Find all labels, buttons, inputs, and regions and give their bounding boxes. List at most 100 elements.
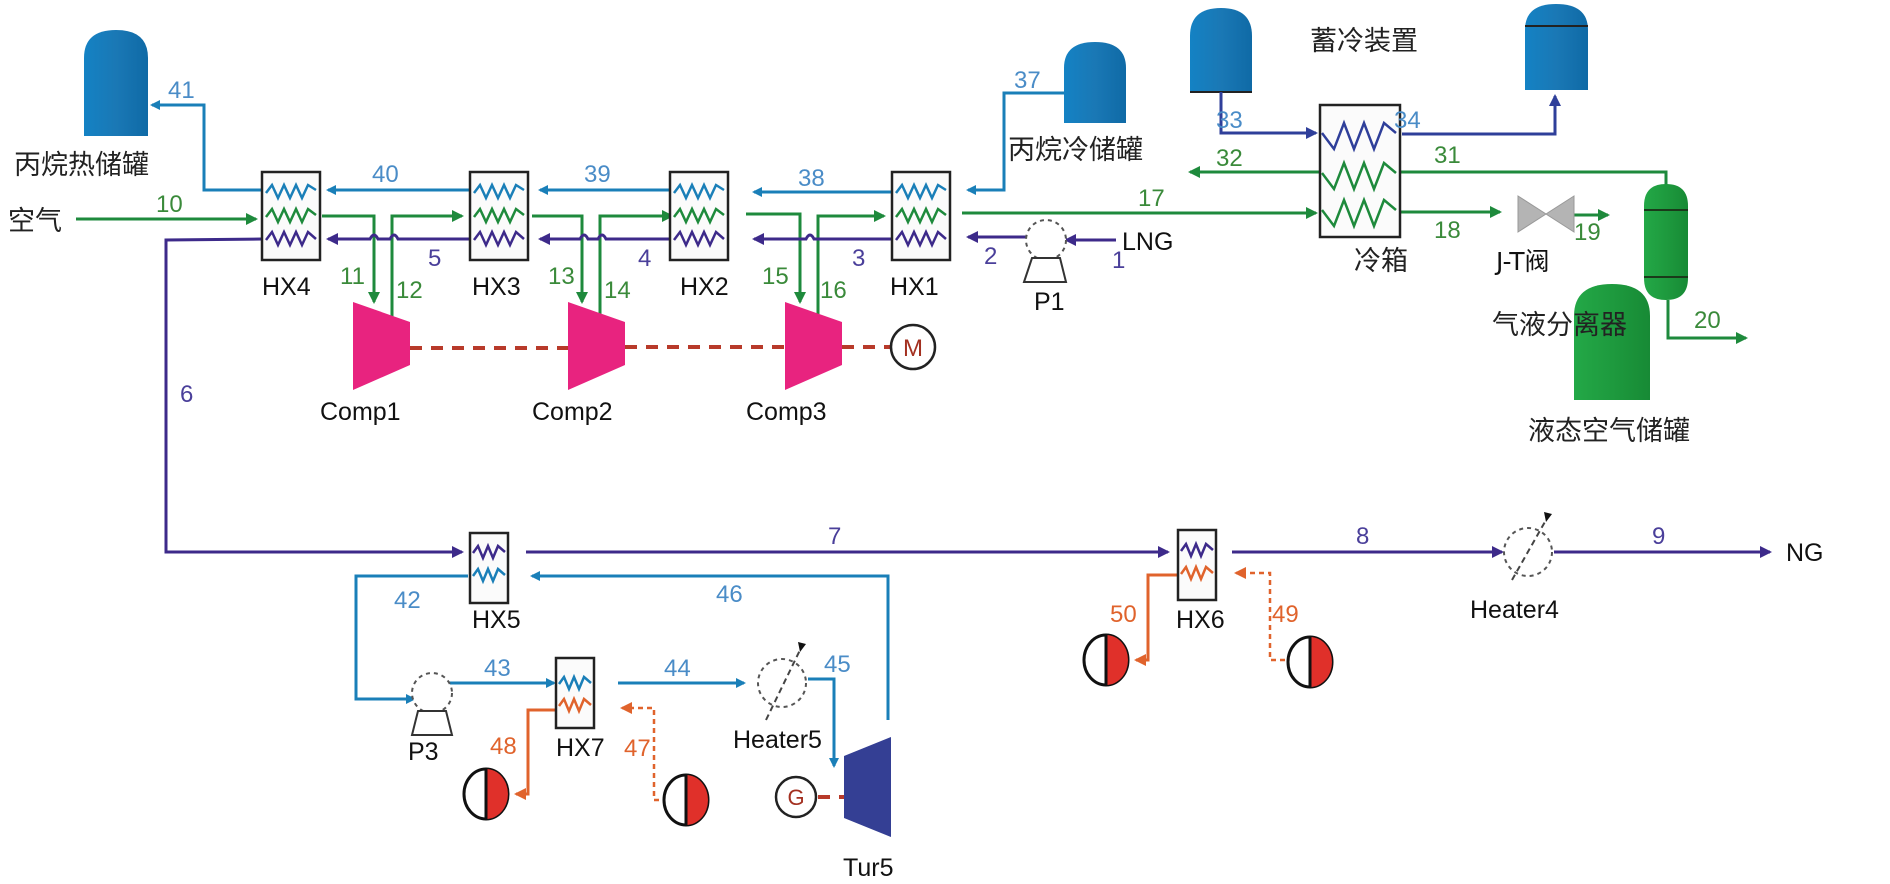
hx3[interactable] xyxy=(468,170,530,262)
p3-label: P3 xyxy=(408,738,439,766)
turbine-tur5[interactable] xyxy=(844,737,891,837)
pump-p3[interactable] xyxy=(410,672,454,736)
stream-6-label: 6 xyxy=(180,381,193,408)
stream-16-label: 16 xyxy=(820,277,847,304)
comp1[interactable] xyxy=(353,302,410,390)
stream-19-label: 19 xyxy=(1574,219,1601,246)
stream-2-label: 2 xyxy=(984,243,997,270)
stream-31-label: 31 xyxy=(1434,142,1461,169)
stream-46-label: 46 xyxy=(716,581,743,608)
stream-6 xyxy=(164,237,464,558)
stream-5-label: 5 xyxy=(428,245,441,272)
stream-48 xyxy=(514,708,556,800)
hx2-label: HX2 xyxy=(680,273,729,301)
stream-18-label: 18 xyxy=(1434,217,1461,244)
stream-15-label: 15 xyxy=(762,263,789,290)
heater4[interactable] xyxy=(1503,512,1553,581)
stream-34 xyxy=(1402,94,1561,136)
stream-3 xyxy=(752,233,892,245)
heater5-label: Heater5 xyxy=(733,726,822,754)
liquid-air-tank xyxy=(1574,284,1650,400)
generator[interactable]: G xyxy=(774,775,818,819)
cold-storage-tank-out xyxy=(1525,4,1588,90)
liquid-air-tank-label: 液态空气储罐 xyxy=(1528,416,1690,447)
stream-47 xyxy=(620,702,686,802)
tur5-label: Tur5 xyxy=(843,854,893,882)
stream-14-label: 14 xyxy=(604,277,631,304)
stream-40-label: 40 xyxy=(372,161,399,188)
hx1-label: HX1 xyxy=(890,273,939,301)
pump-p1[interactable] xyxy=(1022,219,1068,283)
hx7-label: HX7 xyxy=(556,734,605,762)
hx7[interactable] xyxy=(554,656,596,730)
stream-9-label: 9 xyxy=(1652,523,1665,550)
stream-15 xyxy=(746,212,806,304)
cold-box-label: 冷箱 xyxy=(1354,246,1408,277)
heat-source-49 xyxy=(1286,635,1334,689)
cold-box[interactable] xyxy=(1318,103,1402,239)
stream-46 xyxy=(530,571,890,720)
hx5-label: HX5 xyxy=(472,606,521,634)
motor-label: M xyxy=(903,335,923,362)
stream-4 xyxy=(538,233,678,245)
ng-output-label: NG xyxy=(1786,539,1824,567)
motor[interactable]: M xyxy=(889,323,937,371)
hx4[interactable] xyxy=(260,170,322,262)
stream-8-label: 8 xyxy=(1356,523,1369,550)
heat-source-47 xyxy=(662,773,710,827)
heat-sink-50 xyxy=(1082,633,1130,687)
hx1[interactable] xyxy=(890,170,952,262)
jt-valve[interactable] xyxy=(1517,195,1575,233)
stream-1-label: 1 xyxy=(1112,247,1125,274)
stream-38-label: 38 xyxy=(798,165,825,192)
p1-label: P1 xyxy=(1034,288,1065,316)
comp2-label: Comp2 xyxy=(532,398,613,426)
stream-42-label: 42 xyxy=(394,587,421,614)
stream-50 xyxy=(1134,573,1178,666)
propane-cold-tank xyxy=(1064,42,1126,123)
hx6[interactable] xyxy=(1176,528,1218,602)
separator-label: 气液分离器 xyxy=(1492,310,1627,341)
stream-41 xyxy=(150,100,262,192)
cold-storage-device-label: 蓄冷装置 xyxy=(1310,26,1418,57)
air-input-label: 空气 xyxy=(8,206,62,237)
stream-44-label: 44 xyxy=(664,655,691,682)
hx2[interactable] xyxy=(668,170,730,262)
stream-48-label: 48 xyxy=(490,733,517,760)
stream-13 xyxy=(532,214,588,304)
stream-50-label: 50 xyxy=(1110,601,1137,628)
hx5[interactable] xyxy=(468,531,510,605)
stream-20-label: 20 xyxy=(1694,307,1721,334)
stream-31 xyxy=(1356,166,1668,190)
propane-hot-tank-label: 丙烷热储罐 xyxy=(14,150,149,181)
comp2[interactable] xyxy=(568,302,625,390)
heater5[interactable] xyxy=(757,642,807,721)
hx6-label: HX6 xyxy=(1176,606,1225,634)
stream-42 xyxy=(354,574,468,704)
propane-cold-tank-label: 丙烷冷储罐 xyxy=(1008,135,1143,166)
heat-sink-48 xyxy=(462,767,510,821)
stream-34-label: 34 xyxy=(1394,107,1421,134)
stream-16 xyxy=(816,210,886,318)
stream-39-label: 39 xyxy=(584,161,611,188)
stream-12 xyxy=(390,210,464,318)
stream-45-label: 45 xyxy=(824,651,851,678)
heater4-label: Heater4 xyxy=(1470,596,1559,624)
stream-47-label: 47 xyxy=(624,735,651,762)
gas-liquid-separator[interactable] xyxy=(1644,184,1688,300)
jt-valve-label: J-T阀 xyxy=(1494,247,1549,276)
stream-33-label: 33 xyxy=(1216,107,1243,134)
stream-4-label: 4 xyxy=(638,245,651,272)
stream-45 xyxy=(808,677,839,768)
stream-43-label: 43 xyxy=(484,655,511,682)
comp3[interactable] xyxy=(785,302,842,390)
stream-5 xyxy=(326,233,470,245)
stream-49 xyxy=(1234,567,1294,662)
comp1-label: Comp1 xyxy=(320,398,401,426)
hx4-label: HX4 xyxy=(262,273,311,301)
hx3-label: HX3 xyxy=(472,273,521,301)
stream-11 xyxy=(322,214,380,304)
cold-storage-tank-in xyxy=(1190,8,1252,93)
stream-37 xyxy=(966,91,1064,195)
